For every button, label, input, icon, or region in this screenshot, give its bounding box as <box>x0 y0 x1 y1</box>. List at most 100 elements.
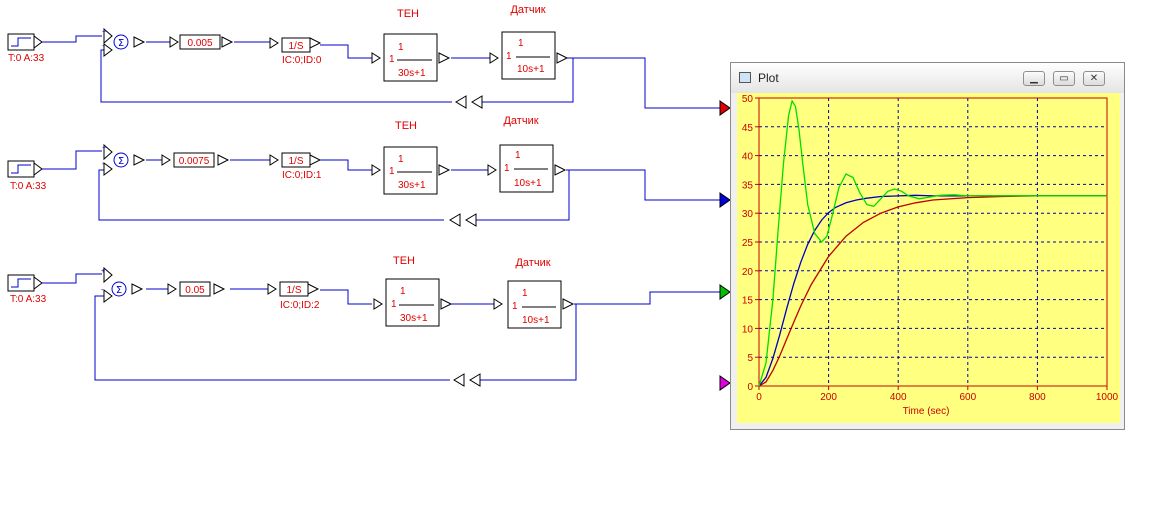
gain-block[interactable]: 0.005 <box>169 34 234 50</box>
integrator-label: 1/S <box>286 285 301 296</box>
x-tick-label: 200 <box>820 392 837 403</box>
step-source-block[interactable]: T:0 A:33 <box>7 160 47 192</box>
y-tick-label: 30 <box>742 209 754 220</box>
step-source-block[interactable]: T:0 A:33 <box>7 274 47 305</box>
x-tick-label: 600 <box>959 392 976 403</box>
sensor-denominator: 10s+1 <box>522 315 550 326</box>
heater-denominator: 30s+1 <box>398 68 426 79</box>
plot-input-port-1[interactable] <box>719 100 731 116</box>
heater-transfer-block[interactable]: ТЕН 1 1 30s+1 <box>371 8 451 82</box>
x-axis-label: Time (sec) <box>903 406 950 417</box>
summing-junction[interactable]: + - <box>101 266 144 303</box>
svg-text:+: + <box>102 145 106 152</box>
gain-value: 0.005 <box>187 38 212 49</box>
heater-numerator: 1 <box>398 42 404 53</box>
sensor-gain: 1 <box>504 163 510 174</box>
plot-input-port-4[interactable] <box>719 375 731 391</box>
heater-transfer-block[interactable]: ТЕН 1 1 30s+1 <box>371 120 451 195</box>
sensor-label: Датчик <box>510 4 545 16</box>
source-params-label: T:0 A:33 <box>8 53 45 64</box>
gain-value: 0.05 <box>185 285 205 296</box>
plot-input-port-3[interactable] <box>719 284 731 300</box>
svg-text:-: - <box>101 287 104 294</box>
heater-denominator: 30s+1 <box>398 180 426 191</box>
sensor-transfer-block[interactable]: Датчик 1 1 10s+1 <box>493 257 575 329</box>
sensor-denominator: 10s+1 <box>514 178 542 189</box>
plot-input-port-2[interactable] <box>719 192 731 208</box>
chain-0: T:0 A:33 + - 0.005 1/S IC:0;ID:0 Т <box>7 4 720 109</box>
plot-input-ports <box>719 100 731 391</box>
plot-window-titlebar[interactable]: Plot ▁ ▭ ✕ <box>731 63 1124 93</box>
summing-junction[interactable]: + - <box>102 143 146 176</box>
integrator-block[interactable]: 1/S IC:0;ID:1 <box>269 152 322 181</box>
y-tick-label: 20 <box>742 267 754 278</box>
integrator-params: IC:0;ID:1 <box>282 170 322 181</box>
sensor-label: Датчик <box>503 115 538 127</box>
integrator-label: 1/S <box>288 41 303 52</box>
integrator-block[interactable]: 1/S IC:0;ID:0 <box>269 37 322 66</box>
y-tick-label: 5 <box>747 353 753 364</box>
svg-text:-: - <box>102 43 105 50</box>
feedback-arrows <box>455 95 483 109</box>
chain-1: T:0 A:33 + - 0.0075 1/S IC:0;ID:1 ТЕН <box>7 115 720 227</box>
y-tick-label: 0 <box>747 382 753 393</box>
y-tick-label: 45 <box>742 123 754 134</box>
chart-background <box>737 93 1120 423</box>
sensor-gain: 1 <box>512 301 518 312</box>
gain-value: 0.0075 <box>179 156 210 167</box>
series-line-1 <box>758 195 1107 387</box>
sensor-label: Датчик <box>515 257 550 269</box>
heater-numerator: 1 <box>398 154 404 165</box>
sensor-numerator: 1 <box>515 150 521 161</box>
integrator-label: 1/S <box>288 156 303 167</box>
svg-text:-: - <box>102 161 105 168</box>
series-line-3 <box>758 99 1107 387</box>
heater-label: ТЕН <box>397 8 419 20</box>
x-tick-label: 400 <box>890 392 907 403</box>
heater-gain: 1 <box>391 299 397 310</box>
feedback-arrows <box>449 213 477 227</box>
heater-transfer-block[interactable]: ТЕН 1 1 30s+1 <box>373 255 453 327</box>
sensor-transfer-block[interactable]: Датчик 1 1 10s+1 <box>487 115 567 193</box>
chain-2: T:0 A:33 + - 0.05 1/S IC:0;ID:2 ТЕН <box>7 255 720 387</box>
y-tick-label: 40 <box>742 152 754 163</box>
integrator-params: IC:0;ID:0 <box>282 55 322 66</box>
source-params-label: T:0 A:33 <box>10 294 47 305</box>
heater-gain: 1 <box>389 54 395 65</box>
integrator-block[interactable]: 1/S IC:0;ID:2 <box>267 281 320 311</box>
y-tick-label: 15 <box>742 296 754 307</box>
svg-text:+: + <box>102 29 106 36</box>
heater-denominator: 30s+1 <box>400 313 428 324</box>
close-button[interactable]: ✕ <box>1083 71 1105 86</box>
heater-label: ТЕН <box>393 255 415 267</box>
sensor-denominator: 10s+1 <box>517 64 545 75</box>
y-tick-label: 50 <box>742 94 754 105</box>
heater-gain: 1 <box>389 166 395 177</box>
step-source-block[interactable]: T:0 A:33 <box>7 33 45 64</box>
sensor-numerator: 1 <box>518 38 524 49</box>
x-tick-label: 0 <box>756 392 762 403</box>
sensor-gain: 1 <box>506 51 512 62</box>
series-line-2 <box>758 194 1107 387</box>
sensor-transfer-block[interactable]: Датчик 1 1 10s+1 <box>489 4 569 80</box>
summing-junction[interactable]: + - <box>102 27 146 57</box>
y-tick-label: 25 <box>742 238 754 249</box>
y-tick-label: 35 <box>742 180 754 191</box>
integrator-params: IC:0;ID:2 <box>280 300 320 311</box>
plot-window[interactable]: Plot ▁ ▭ ✕ 0 200 400 600 800 1000 0 5 10 15 20 25 30… <box>730 62 1125 430</box>
gain-block[interactable]: 0.05 <box>167 281 226 297</box>
svg-text:+: + <box>101 268 105 275</box>
x-tick-label: 1000 <box>1096 392 1119 403</box>
y-tick-label: 10 <box>742 324 754 335</box>
x-tick-label: 800 <box>1029 392 1046 403</box>
minimize-button[interactable]: ▁ <box>1023 71 1045 86</box>
feedback-arrows <box>453 373 481 387</box>
sensor-numerator: 1 <box>522 288 528 299</box>
source-params-label: T:0 A:33 <box>10 181 47 192</box>
maximize-button[interactable]: ▭ <box>1053 71 1075 86</box>
gain-block[interactable]: 0.0075 <box>161 152 230 168</box>
plot-window-title: Plot <box>758 71 779 85</box>
heater-numerator: 1 <box>400 286 406 297</box>
app-icon <box>739 72 751 83</box>
